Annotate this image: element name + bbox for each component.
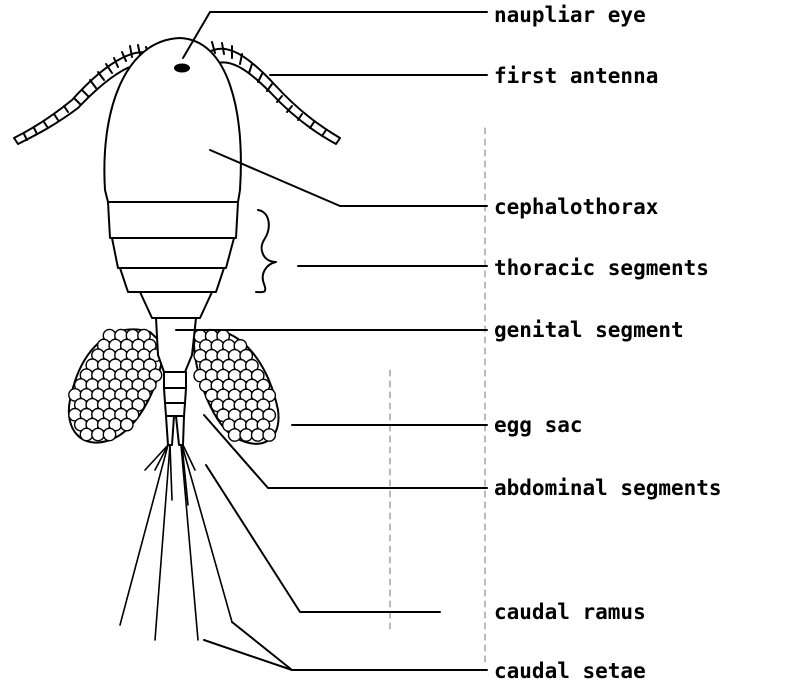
abdominal-segment-3 [165,403,185,416]
thoracic-segment-3 [120,268,224,292]
label-thoracic-segments: thoracic segments [494,258,709,279]
thoracic-bracket [256,210,276,292]
abdominal-segment-1 [164,372,186,388]
egg [252,429,264,441]
egg [121,418,133,430]
thoracic-segment-2 [112,238,234,268]
egg [240,429,252,441]
label-genital-segment: genital segment [494,320,684,341]
label-caudal-setae: caudal setae [494,661,646,682]
thoracic-segment-1 [108,202,238,238]
label-first-antenna: first antenna [494,66,658,87]
egg-sac-right [194,330,279,444]
egg [229,429,241,441]
label-egg-sac: egg sac [494,415,583,436]
caudal-setae-lines [120,445,232,640]
egg [103,428,115,440]
label-caudal-ramus: caudal ramus [494,602,646,623]
guide-lines [390,128,485,665]
thoracic-segment-4 [140,292,212,318]
egg-sac-left [69,329,164,442]
abdominal-segment-2 [164,388,186,403]
genital-segment-shape [156,318,196,372]
label-cephalothorax: cephalothorax [494,197,658,218]
caudal-ramus-right [176,416,184,445]
label-abdominal-segments: abdominal segments [494,478,722,499]
label-naupliar-eye: naupliar eye [494,5,646,26]
egg [80,428,92,440]
egg [263,429,275,441]
caudal-ramus-left [166,416,174,445]
egg [92,428,104,440]
naupliar-eye-dot [175,65,189,72]
